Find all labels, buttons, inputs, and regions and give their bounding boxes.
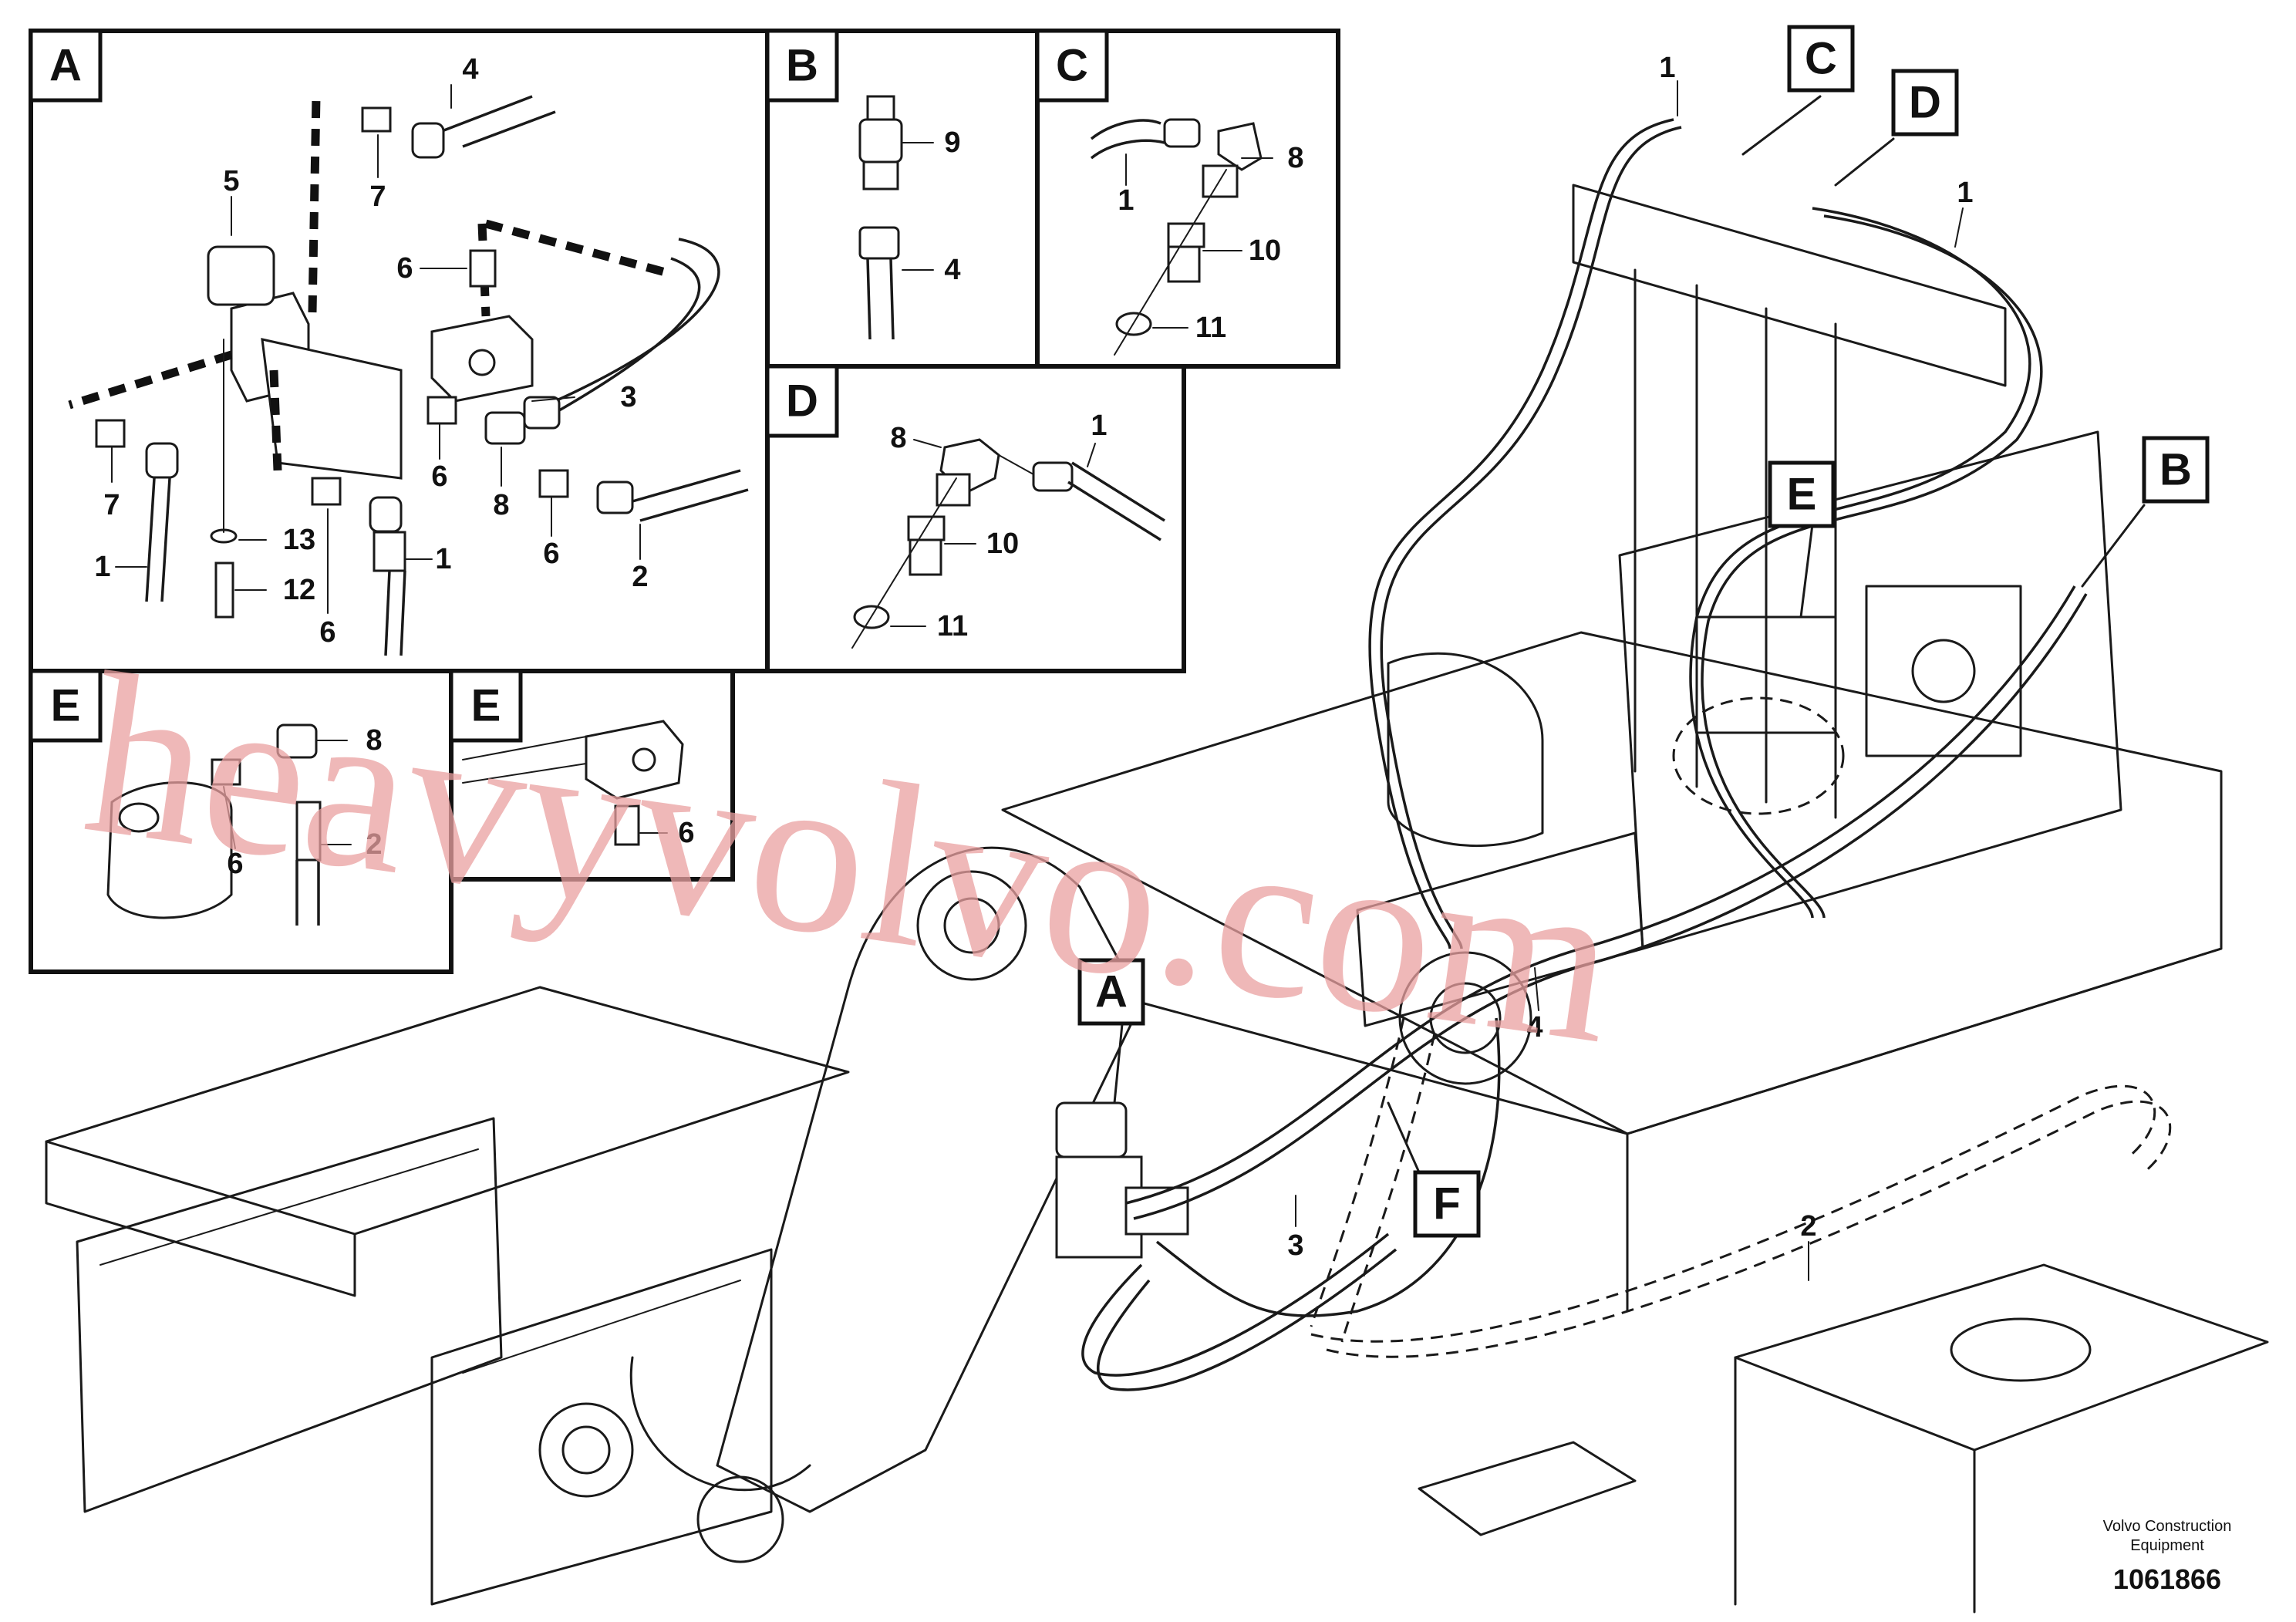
detail-A-label: A — [49, 41, 82, 91]
part-num: 6 — [396, 252, 413, 285]
detail-view-D: D 8 1 10 11 — [765, 364, 1186, 673]
part-num: 13 — [283, 524, 315, 556]
part-num: 3 — [1287, 1229, 1303, 1262]
part-num: 1 — [435, 543, 451, 575]
part-num: 4 — [944, 254, 960, 286]
detail-E2-label: E — [471, 681, 501, 731]
footer: Volvo Construction Equipment 1061866 — [2103, 1518, 2232, 1595]
part-num: 5 — [223, 165, 239, 197]
part-num: 1 — [94, 551, 110, 583]
watermark: heavyvolvo.com — [73, 624, 1630, 1092]
callout-A-box — [1077, 958, 1145, 1026]
detail-view-C: C 8 1 10 11 — [1035, 29, 1340, 369]
part-num: 6 — [319, 616, 335, 649]
callout-E-box — [1768, 460, 1836, 528]
part-num: 2 — [366, 828, 382, 861]
part-num: 6 — [678, 817, 694, 849]
callout-B-box — [2142, 436, 2210, 504]
part-num: 7 — [369, 180, 386, 213]
part-num: 3 — [620, 381, 636, 413]
callout-F-box — [1413, 1170, 1481, 1238]
part-num: 1 — [1091, 410, 1107, 442]
part-num: 1 — [1659, 52, 1675, 84]
machine-illustration — [45, 118, 2269, 1614]
part-num: 12 — [283, 574, 315, 606]
part-num: 10 — [1249, 234, 1281, 267]
part-num: 7 — [103, 489, 120, 521]
part-num: 4 — [462, 53, 478, 86]
main-part-numbers: 1 1 4 3 2 — [1287, 52, 1974, 1281]
part-num: 11 — [937, 610, 968, 642]
detail-view-E-left: E 8 6 2 — [29, 669, 453, 974]
part-num: 8 — [366, 724, 382, 757]
main-callouts: C D B E A F — [1077, 25, 2210, 1238]
detail-view-B: B 9 4 — [765, 29, 1040, 369]
part-num: 1 — [1118, 184, 1134, 217]
detail-E1-label: E — [51, 681, 81, 731]
part-num: 6 — [543, 538, 559, 570]
detail-view-E-right: E 6 — [449, 669, 735, 882]
part-num: 9 — [944, 126, 960, 159]
callout-F: F — [1433, 1179, 1460, 1229]
callout-D-box — [1891, 69, 1959, 137]
part-num: 2 — [632, 561, 648, 593]
callout-C-box — [1787, 25, 1855, 93]
footer-caption-line1: Volvo Construction — [2103, 1518, 2232, 1535]
part-num: 8 — [493, 489, 509, 521]
part-num: 6 — [227, 848, 243, 880]
callout-C: C — [1805, 34, 1837, 84]
part-num: 11 — [1195, 312, 1226, 344]
part-num: 1 — [1957, 177, 1973, 209]
detail-B-label: B — [786, 41, 818, 91]
part-num: 8 — [1287, 142, 1303, 174]
callout-E: E — [1787, 470, 1817, 520]
doc-number: 1061866 — [2113, 1563, 2221, 1595]
detail-view-A: A — [29, 29, 770, 673]
detail-C-label: C — [1056, 41, 1088, 91]
part-num: 6 — [431, 460, 447, 493]
part-num: 8 — [890, 422, 906, 454]
part-num: 4 — [1526, 1011, 1542, 1044]
callout-B: B — [2159, 445, 2192, 495]
part-num: 10 — [986, 528, 1019, 560]
footer-caption-line2: Equipment — [2130, 1537, 2204, 1554]
callout-A: A — [1095, 967, 1128, 1017]
part-num: 2 — [1800, 1210, 1816, 1243]
detail-D-label: D — [786, 376, 818, 427]
callout-D: D — [1909, 78, 1941, 128]
